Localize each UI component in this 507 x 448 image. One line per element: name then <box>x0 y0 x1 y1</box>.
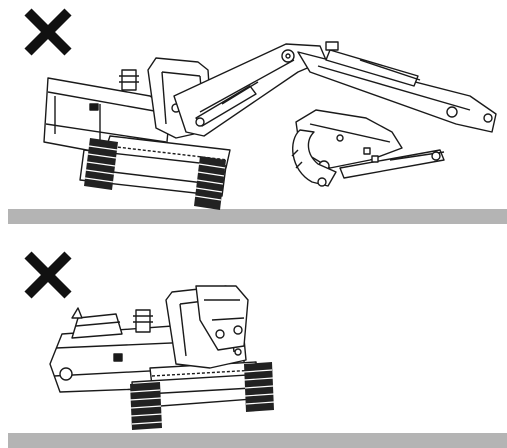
track-left <box>129 382 163 430</box>
track-right <box>194 156 226 210</box>
cross-mark-icon <box>24 251 72 299</box>
excavator-icon <box>49 285 267 409</box>
excavator-icon <box>43 41 497 197</box>
ground-bar <box>8 433 507 448</box>
panel-bottom <box>8 251 507 448</box>
track-right <box>243 362 275 412</box>
panel-top <box>8 8 507 224</box>
cross-mark-icon <box>24 8 72 56</box>
ground-bar <box>8 209 507 224</box>
track-left <box>84 138 118 190</box>
